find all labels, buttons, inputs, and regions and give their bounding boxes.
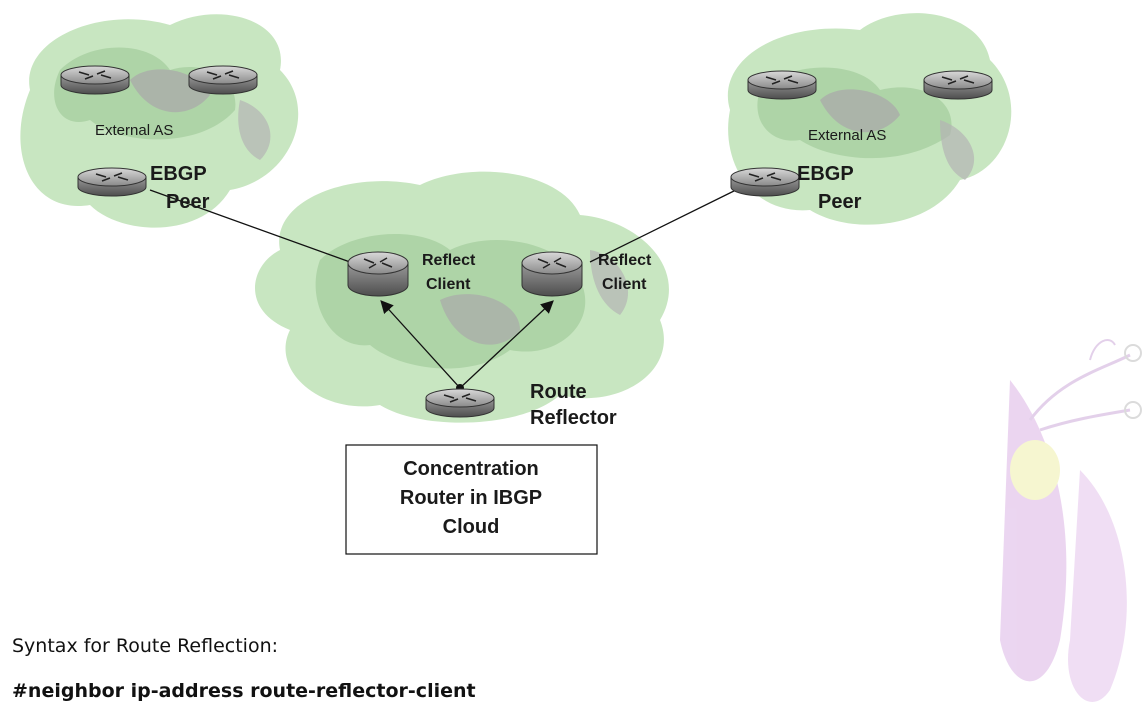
box-label-3: Cloud — [443, 516, 500, 538]
left-client-label-1: Reflect — [422, 252, 476, 269]
left-client-label-2: Client — [426, 276, 471, 293]
right-ebgp-peer-router — [730, 167, 800, 197]
reflector-label-1: Route — [530, 381, 587, 403]
route-reflector-router — [425, 388, 495, 418]
ibgp-cloud — [255, 171, 669, 423]
box-label-2: Router in IBGP — [400, 487, 542, 509]
arrow-reflector-to-right-client — [459, 300, 554, 389]
left-as-label: External AS — [95, 122, 173, 139]
syntax-caption: Syntax for Route Reflection: — [12, 635, 279, 657]
right-peer-label-1: EBGP — [797, 163, 854, 185]
left-reflect-client-router — [347, 251, 409, 297]
right-peer-label-2: Peer — [818, 191, 862, 213]
right-as-router-2 — [923, 70, 993, 100]
left-peer-label-2: Peer — [166, 191, 210, 213]
left-external-as-cloud — [20, 14, 299, 228]
left-as-router-1 — [60, 65, 130, 95]
right-as-router-1 — [747, 70, 817, 100]
right-client-label-2: Client — [602, 276, 647, 293]
route-reflector-command: #neighbor ip-address route-reflector-cli… — [12, 680, 476, 702]
left-peer-label-1: EBGP — [150, 163, 207, 185]
right-as-label: External AS — [808, 127, 886, 144]
left-ebgp-peer-router — [77, 167, 147, 197]
butterfly-watermark — [1000, 339, 1142, 702]
link-right-peer-to-client — [589, 187, 741, 263]
box-label-1: Concentration — [403, 458, 539, 480]
right-client-label-1: Reflect — [598, 252, 652, 269]
concentration-router-box — [345, 444, 598, 555]
left-as-router-2 — [188, 65, 258, 95]
link-left-peer-to-client — [149, 189, 351, 263]
reflector-label-2: Reflector — [530, 407, 617, 429]
arrow-reflector-to-left-client — [380, 300, 461, 389]
right-reflect-client-router — [521, 251, 583, 297]
